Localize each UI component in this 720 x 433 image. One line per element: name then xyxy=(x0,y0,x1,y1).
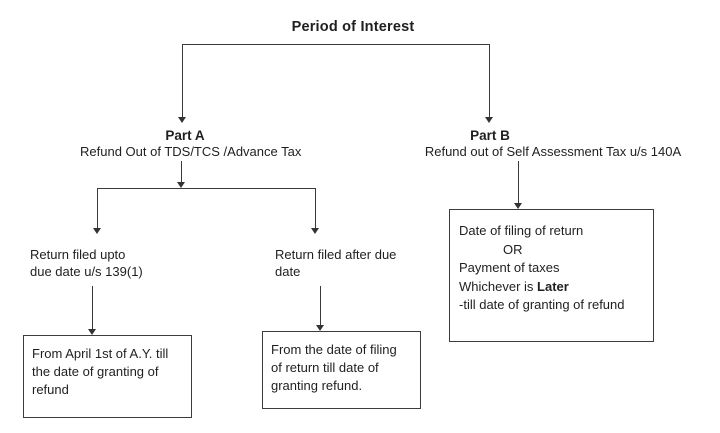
part-a-label: Part A xyxy=(165,128,205,143)
branch-left-label: Return filed upto due date u/s 139(1) xyxy=(30,246,200,280)
connector-part-a-stub xyxy=(181,161,182,183)
outcome-box-middle-line3: granting refund. xyxy=(271,378,363,393)
branch-right-label-line2: date xyxy=(275,264,301,279)
connector-split-horizontal xyxy=(97,188,316,189)
branch-right-label: Return filed after due date xyxy=(275,246,435,280)
connector-part-b-vertical xyxy=(489,44,490,118)
arrowhead-left-box xyxy=(88,329,96,335)
arrowhead-branch-right xyxy=(311,228,319,234)
outcome-box-part-b-line1: Date of filing of return xyxy=(459,223,584,238)
connector-middle-box-vertical xyxy=(320,286,321,325)
outcome-box-part-b-line4-normal: Whichever is xyxy=(459,278,538,294)
arrowhead-branch-left xyxy=(93,228,101,234)
connector-branch-right-vertical xyxy=(315,188,316,228)
arrowhead-part-a-split xyxy=(177,182,185,188)
outcome-box-part-b-line4-bold: Later xyxy=(537,278,569,294)
outcome-box-left-line3: refund xyxy=(32,382,69,397)
branch-left-label-line2: due date u/s 139(1) xyxy=(30,264,143,279)
outcome-box-middle-line2: of return till date of xyxy=(271,360,379,375)
outcome-box-part-b-line4: Whichever is Later xyxy=(459,278,644,297)
arrowhead-middle-box xyxy=(316,325,324,331)
part-b-label: Part B xyxy=(470,128,510,143)
branch-left-label-line1: Return filed upto xyxy=(30,247,126,262)
outcome-box-part-b: Date of filing of return OR Payment of t… xyxy=(449,209,654,342)
outcome-box-left: From April 1st of A.Y. till the date of … xyxy=(23,335,192,418)
connector-branch-left-vertical xyxy=(97,188,98,228)
outcome-box-middle: From the date of filing of return till d… xyxy=(262,331,421,409)
outcome-box-middle-line1: From the date of filing xyxy=(271,342,397,357)
part-a-subtitle: Refund Out of TDS/TCS /Advance Tax xyxy=(80,144,302,159)
outcome-box-left-line1: From April 1st of A.Y. till xyxy=(32,346,169,361)
diagram-title: Period of Interest xyxy=(291,19,415,35)
arrowhead-to-part-a xyxy=(178,117,186,123)
connector-part-a-vertical xyxy=(182,44,183,118)
connector-top-horizontal xyxy=(182,44,490,45)
part-b-subtitle: Refund out of Self Assessment Tax u/s 14… xyxy=(424,144,682,159)
arrowhead-to-part-b xyxy=(485,117,493,123)
outcome-box-left-line2: the date of granting of xyxy=(32,364,159,379)
connector-left-box-vertical xyxy=(92,286,93,329)
branch-right-label-line1: Return filed after due xyxy=(275,247,397,262)
outcome-box-part-b-line2: OR xyxy=(503,241,523,257)
outcome-box-part-b-line3: Payment of taxes xyxy=(459,260,560,275)
arrowhead-part-b-box xyxy=(514,203,522,209)
connector-part-b-stub xyxy=(518,161,519,203)
outcome-box-part-b-line5: -till date of granting of refund xyxy=(459,297,625,312)
